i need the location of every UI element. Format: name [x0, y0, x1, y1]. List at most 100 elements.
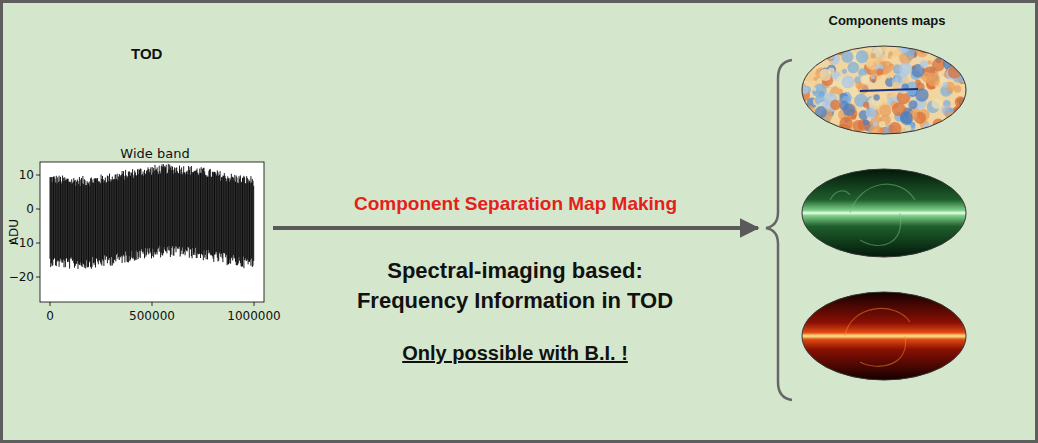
cmb-spot	[873, 121, 878, 126]
cmb-spot	[902, 77, 909, 84]
signal-stroke	[155, 170, 156, 254]
signal-stroke	[99, 181, 100, 261]
signal-stroke	[197, 169, 198, 258]
cmb-spot	[803, 105, 816, 118]
cmb-spot	[802, 49, 807, 54]
tick-label: −20	[9, 270, 34, 284]
cmb-spot	[927, 60, 931, 64]
signal-stroke	[94, 179, 95, 265]
cmb-spot	[900, 112, 913, 125]
cmb-spot	[805, 124, 810, 129]
signal-stroke	[67, 179, 68, 262]
cmb-spot	[841, 51, 853, 63]
cmb-spot	[954, 123, 967, 136]
signal-stroke	[155, 165, 156, 254]
signal-stroke	[134, 171, 135, 261]
signal-stroke	[59, 176, 60, 267]
signal-stroke	[113, 179, 114, 263]
signal-trace	[50, 164, 254, 269]
cmb-spot	[811, 53, 819, 61]
signal-stroke	[214, 172, 215, 255]
cmb-spot	[813, 88, 819, 94]
map-artifact	[860, 89, 918, 91]
signal-stroke	[213, 172, 214, 262]
cmb-spot	[841, 75, 854, 88]
signal-stroke	[163, 164, 164, 253]
dust-map	[802, 169, 966, 257]
signal-stroke	[144, 170, 145, 259]
cmb-spot	[955, 112, 963, 120]
note-text: Spectral-imaging based: Frequency Inform…	[345, 256, 685, 316]
group-heading: Components maps	[828, 13, 945, 28]
signal-stroke	[141, 169, 142, 251]
signal-stroke	[132, 169, 133, 259]
cmb-spot	[811, 120, 817, 126]
signal-stroke	[152, 167, 153, 256]
signal-stroke	[96, 178, 97, 258]
flow-arrow	[273, 226, 758, 230]
signal-stroke	[249, 181, 250, 262]
signal-stroke	[98, 182, 99, 265]
cmb-spot	[949, 48, 959, 58]
tick-label: 0	[46, 309, 54, 323]
cmb-spot	[828, 46, 832, 50]
cmb-spot	[879, 121, 885, 127]
tick-label: 1000000	[227, 309, 280, 323]
signal-stroke	[112, 177, 113, 266]
cmb-spot	[905, 125, 911, 131]
cmb-spot	[932, 125, 943, 136]
signal-stroke	[95, 178, 96, 267]
cmb-spot	[951, 50, 960, 59]
signal-stroke	[87, 181, 88, 267]
signal-stroke	[106, 183, 107, 257]
cmb-spot	[856, 50, 869, 63]
synchrotron-map	[802, 292, 966, 380]
plot-panel: TODWide band	[13, 33, 271, 413]
signal-stroke	[107, 176, 108, 264]
signal-stroke	[166, 174, 167, 254]
cmb-spot	[933, 118, 944, 129]
signal-stroke	[91, 177, 92, 268]
cmb-spot	[869, 125, 881, 137]
signal-stroke	[78, 181, 79, 269]
signal-stroke	[241, 182, 242, 266]
signal-stroke	[252, 179, 253, 267]
cmb-spot	[915, 88, 928, 101]
signal-stroke	[74, 181, 75, 268]
signal-stroke	[153, 168, 154, 257]
signal-stroke	[128, 172, 129, 263]
cmb-spot	[817, 51, 823, 57]
signal-stroke	[215, 174, 216, 255]
signal-stroke	[87, 183, 88, 268]
cmb-spot	[870, 53, 876, 59]
signal-stroke	[228, 178, 229, 264]
cmb-spot	[821, 52, 827, 58]
signal-stroke	[204, 172, 205, 258]
cmb-spot	[956, 52, 963, 59]
signal-stroke	[194, 171, 195, 255]
cmb-spot	[899, 62, 912, 75]
cmb-spot	[847, 62, 859, 74]
map-group: Components maps	[758, 7, 1033, 439]
signal-stroke	[187, 171, 188, 252]
tick-label: −10	[9, 236, 34, 250]
map-filaments	[845, 308, 910, 366]
note-text: Only possible with B.I. !	[402, 342, 628, 365]
cmb-spot	[954, 85, 962, 93]
cmb-spot	[809, 127, 813, 131]
signal-stroke	[119, 174, 120, 260]
signal-stroke	[185, 172, 186, 255]
cmb-spot	[803, 53, 809, 59]
cmb-spot	[960, 112, 971, 123]
cmb-spot	[869, 75, 876, 82]
signal-stroke	[159, 166, 160, 252]
cmb-spot	[863, 102, 869, 108]
cmb-spot	[943, 82, 949, 88]
signal-stroke	[84, 179, 85, 268]
plot-title: Wide band	[120, 146, 189, 161]
signal-stroke	[224, 173, 225, 253]
dust-filaments	[830, 184, 915, 245]
